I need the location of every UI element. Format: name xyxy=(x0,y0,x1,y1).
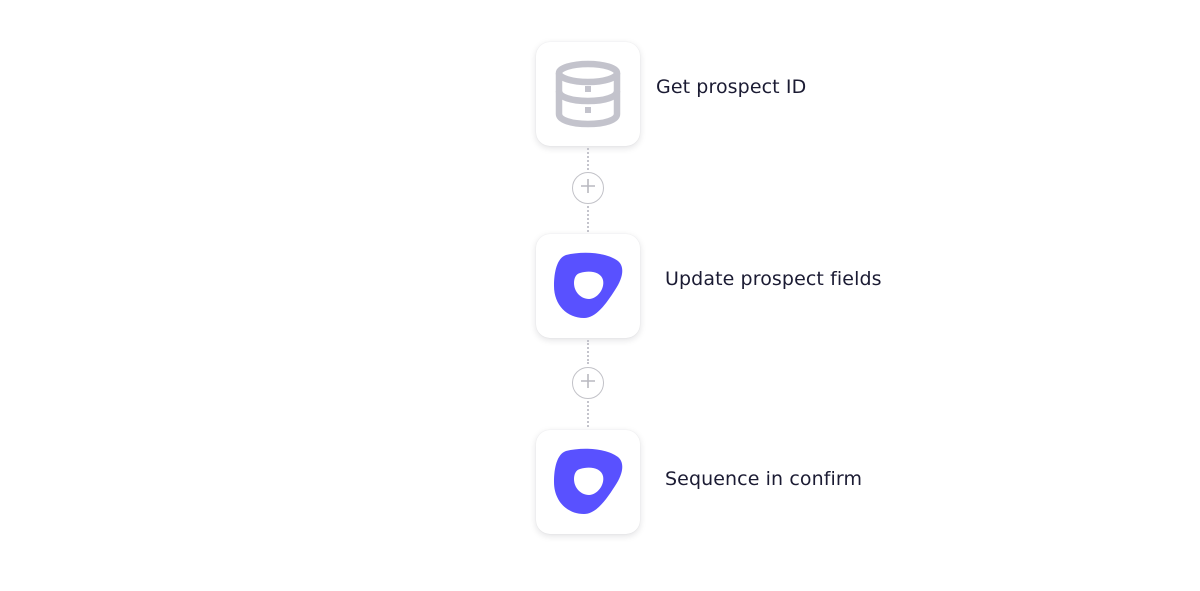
step-card-update-prospect-fields[interactable] xyxy=(536,234,640,338)
add-step-button[interactable] xyxy=(572,367,604,399)
step-label: Sequence in confirm xyxy=(665,468,863,490)
add-step-button[interactable] xyxy=(572,172,604,204)
connector-line xyxy=(587,340,589,364)
step-card-get-prospect-id[interactable] xyxy=(536,42,640,146)
plus-icon xyxy=(579,372,597,394)
step-label: Get prospect ID xyxy=(656,76,807,98)
connector-line xyxy=(587,148,589,170)
database-icon xyxy=(553,59,623,129)
connector-line xyxy=(587,206,589,232)
step-card-sequence-in-confirm[interactable] xyxy=(536,430,640,534)
plus-icon xyxy=(579,177,597,199)
outreach-logo-icon xyxy=(552,252,624,320)
connector-line xyxy=(587,401,589,427)
outreach-logo-icon xyxy=(552,448,624,516)
step-label: Update prospect fields xyxy=(665,268,882,290)
